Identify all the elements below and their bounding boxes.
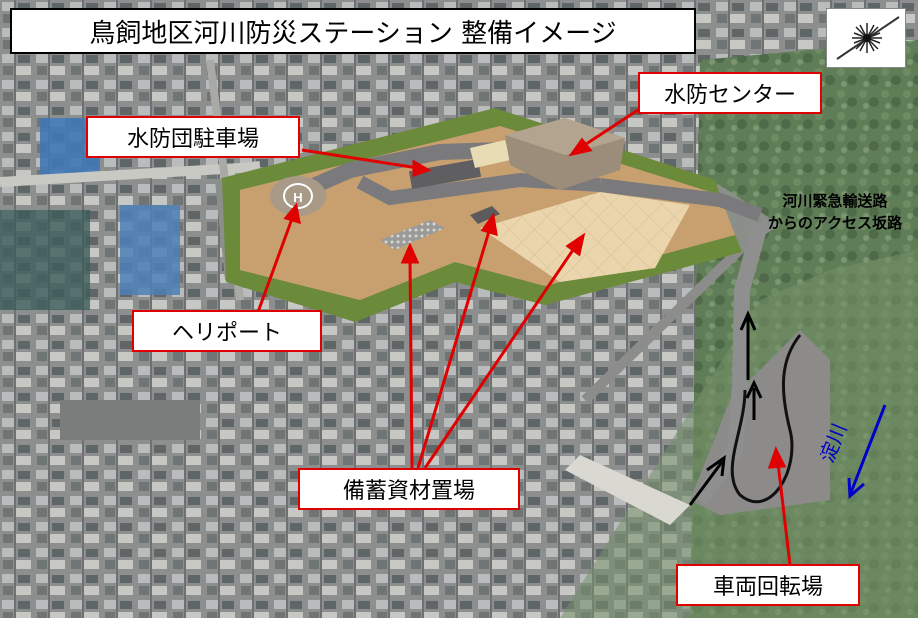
heliport-mark: H [293, 190, 302, 205]
river-name-text: 淀川 [820, 420, 852, 466]
river-name-label: 淀川 [820, 420, 852, 466]
parking-label: 水防団駐車場 [86, 116, 300, 158]
access-ramp-label: 河川緊急輸送路 からのアクセス坂路 [752, 190, 918, 234]
compass-icon [826, 8, 906, 68]
flow-arrow-icon [847, 404, 887, 500]
page-title: 鳥飼地区河川防災ステーション 整備イメージ [10, 8, 696, 54]
turnaround-label: 車両回転場 [676, 564, 860, 606]
access-ramp-label-line2: からのアクセス坂路 [767, 214, 903, 232]
access-ramp-label-line1: 河川緊急輸送路 [782, 192, 888, 210]
heliport-label: ヘリポート [132, 310, 322, 352]
vehicle-route-arrows [688, 310, 763, 506]
suibo-center-label: 水防センター [638, 72, 822, 114]
storage-label: 備蓄資材置場 [298, 468, 520, 510]
